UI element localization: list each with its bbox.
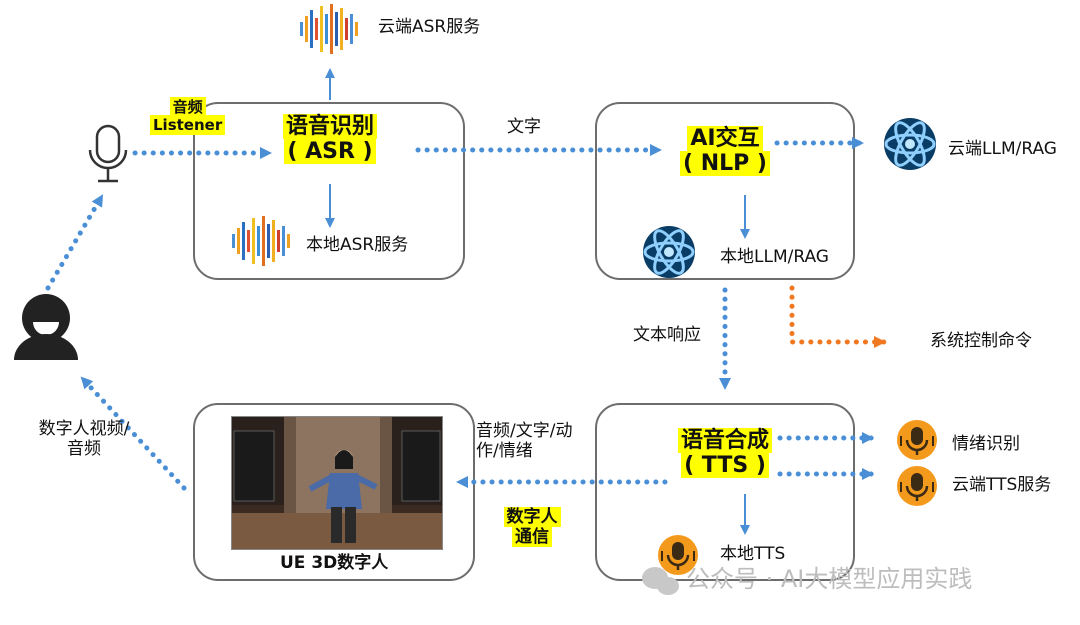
tts-to-ue-line2: 作/情绪 [476, 440, 533, 461]
listener-label: Listener [150, 115, 226, 136]
edge-user-to-mic [45, 193, 105, 291]
digital-comm-line2: 通信 [512, 526, 552, 547]
tts-box [595, 403, 855, 581]
edge-ue-to-user [79, 375, 187, 491]
watermark-text: 公众号 · AI大模型应用实践 [686, 565, 973, 593]
audio-label: 音频 [169, 97, 206, 117]
nlp-title-line2: ( NLP ) [680, 151, 770, 177]
soundwave-icon-cloud [300, 4, 358, 54]
podcast-mic-icon-emotion [895, 418, 939, 462]
podcast-mic-icon-cloud [895, 464, 939, 508]
ue-digital-human-video [231, 416, 443, 550]
digital-comm-label: 数字人 通信 [492, 507, 572, 547]
wechat-icon [642, 567, 679, 595]
tts-title-line2: ( TTS ) [681, 453, 769, 479]
ue-to-user-line2: 音频 [67, 438, 101, 459]
cloud-tts-service-label: 云端TTS服务 [952, 475, 1052, 495]
microphone-icon [88, 124, 128, 183]
nlp-title: AI交互 ( NLP ) [665, 126, 785, 177]
atom-icon-local [641, 224, 697, 280]
nlp-title-line1: AI交互 [687, 126, 763, 151]
digital-comm-line1: 数字人 [503, 507, 561, 527]
local-llm-rag-label: 本地LLM/RAG [720, 247, 829, 267]
local-tts-label: 本地TTS [720, 544, 786, 564]
asr-title: 语音识别 ( ASR ) [270, 114, 390, 165]
text-response-label: 文本响应 [633, 325, 701, 345]
text-edge-label: 文字 [507, 117, 541, 137]
ue-to-user-line1: 数字人视频/ [38, 419, 130, 439]
tts-to-ue-line1: 音频/文字/动 [476, 421, 573, 441]
emotion-recognition-label: 情绪识别 [952, 434, 1020, 454]
local-asr-service-label: 本地ASR服务 [306, 235, 409, 255]
system-command-label: 系统控制命令 [930, 331, 1032, 351]
tts-title-line1: 语音合成 [677, 428, 772, 453]
atom-icon-cloud [882, 116, 938, 172]
edge-command [789, 285, 887, 348]
ue-to-user-label: 数字人视频/ 音频 [16, 419, 152, 459]
asr-title-line1: 语音识别 [282, 114, 377, 139]
cloud-asr-service-label: 云端ASR服务 [378, 17, 481, 37]
ue-digital-human-label: UE 3D数字人 [280, 553, 389, 573]
user-icon [14, 294, 78, 360]
tts-title: 语音合成 ( TTS ) [665, 428, 785, 479]
asr-title-line2: ( ASR ) [284, 139, 376, 165]
tts-to-ue-label: 音频/文字/动 作/情绪 [476, 421, 573, 461]
audio-listener-label: 音频 Listener [150, 97, 226, 136]
cloud-llm-rag-label: 云端LLM/RAG [948, 139, 1057, 159]
